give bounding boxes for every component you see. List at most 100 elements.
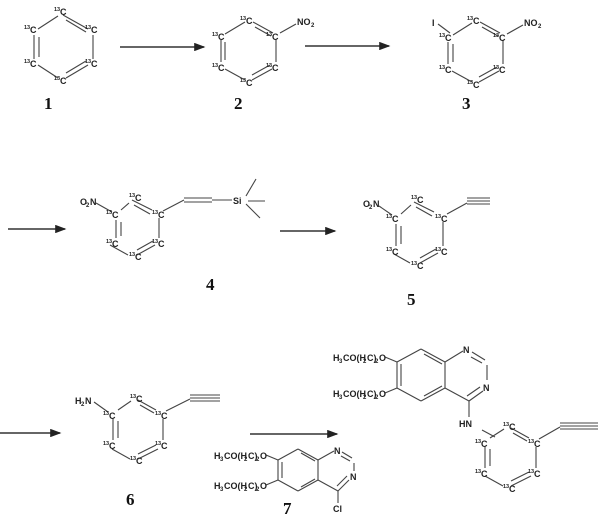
svg-text:H: H	[214, 451, 221, 461]
compound-number-7: 7	[283, 499, 292, 518]
svg-text:C: C	[499, 33, 506, 43]
svg-text:H: H	[214, 481, 221, 491]
svg-text:C: C	[91, 59, 98, 69]
svg-text:13: 13	[411, 195, 417, 201]
svg-text:13: 13	[54, 7, 60, 13]
svg-text:C): C)	[367, 389, 377, 399]
compound-number-1: 1	[44, 94, 53, 113]
svg-text:C: C	[60, 7, 67, 17]
svg-text:13: 13	[503, 484, 509, 490]
svg-text:C: C	[30, 25, 37, 35]
svg-text:13: 13	[24, 25, 30, 31]
svg-text:13: 13	[129, 193, 135, 199]
svg-text:CO(H: CO(H	[224, 481, 247, 491]
svg-text:13: 13	[503, 422, 509, 428]
svg-text:C: C	[135, 193, 142, 203]
svg-text:13: 13	[240, 16, 246, 22]
svg-text:2: 2	[256, 457, 260, 463]
compound-number-4: 4	[206, 275, 215, 294]
svg-text:N: N	[334, 446, 341, 456]
svg-text:13: 13	[155, 441, 161, 447]
svg-text:13: 13	[106, 239, 112, 245]
svg-text:C: C	[441, 247, 448, 257]
svg-text:C: C	[417, 261, 424, 271]
svg-text:C): C)	[248, 481, 258, 491]
svg-text:13: 13	[493, 65, 499, 71]
svg-text:13: 13	[103, 411, 109, 417]
svg-text:CO(H: CO(H	[224, 451, 247, 461]
svg-text:C: C	[534, 469, 541, 479]
svg-text:2: 2	[244, 487, 248, 493]
svg-text:N: N	[85, 396, 92, 406]
svg-text:13: 13	[467, 16, 473, 22]
svg-text:C: C	[136, 394, 143, 404]
svg-text:2: 2	[538, 24, 542, 30]
svg-text:C: C	[534, 439, 541, 449]
svg-text:13: 13	[24, 59, 30, 65]
svg-text:13: 13	[493, 33, 499, 39]
svg-text:C: C	[417, 195, 424, 205]
svg-text:13: 13	[386, 214, 392, 220]
svg-text:13: 13	[85, 59, 91, 65]
svg-text:13: 13	[475, 469, 481, 475]
svg-text:C: C	[112, 210, 119, 220]
svg-text:C: C	[392, 247, 399, 257]
svg-text:13: 13	[386, 247, 392, 253]
svg-text:C: C	[272, 32, 279, 42]
svg-text:2: 2	[369, 205, 373, 211]
svg-text:N: N	[373, 199, 380, 209]
svg-text:N: N	[90, 197, 97, 207]
svg-text:H: H	[333, 353, 340, 363]
svg-text:C: C	[109, 441, 116, 451]
svg-text:N: N	[350, 472, 357, 482]
svg-text:13: 13	[130, 394, 136, 400]
svg-text:13: 13	[54, 76, 60, 82]
svg-text:13: 13	[528, 469, 534, 475]
svg-text:C: C	[161, 411, 168, 421]
svg-text:C: C	[473, 16, 480, 26]
svg-text:CO(H: CO(H	[343, 389, 366, 399]
amine-nh: HN	[459, 419, 472, 429]
svg-text:2: 2	[81, 402, 85, 408]
svg-text:2: 2	[375, 359, 379, 365]
svg-text:3: 3	[220, 487, 224, 493]
svg-text:N: N	[483, 383, 490, 393]
svg-text:C: C	[509, 484, 516, 494]
chlorine-atom: Cl	[333, 504, 342, 514]
svg-text:13: 13	[85, 25, 91, 31]
svg-text:13: 13	[528, 439, 534, 445]
svg-text:C: C	[272, 63, 279, 73]
svg-text:O: O	[379, 389, 386, 399]
svg-text:13: 13	[130, 456, 136, 462]
svg-text:C: C	[109, 411, 116, 421]
svg-text:C: C	[158, 210, 165, 220]
svg-text:13: 13	[266, 32, 272, 38]
svg-text:13: 13	[152, 210, 158, 216]
svg-text:C: C	[60, 76, 67, 86]
svg-text:13: 13	[155, 411, 161, 417]
svg-text:3: 3	[339, 359, 343, 365]
svg-text:C: C	[246, 16, 253, 26]
svg-text:C: C	[246, 78, 253, 88]
svg-text:13: 13	[475, 439, 481, 445]
svg-text:13: 13	[240, 78, 246, 84]
svg-text:C: C	[441, 214, 448, 224]
svg-text:13: 13	[439, 65, 445, 71]
svg-text:C): C)	[367, 353, 377, 363]
compound-number-5: 5	[407, 290, 416, 309]
svg-text:H: H	[75, 396, 82, 406]
svg-text:C: C	[445, 65, 452, 75]
svg-text:2: 2	[244, 457, 248, 463]
svg-text:13: 13	[212, 32, 218, 38]
svg-text:13: 13	[439, 33, 445, 39]
svg-text:C: C	[481, 439, 488, 449]
